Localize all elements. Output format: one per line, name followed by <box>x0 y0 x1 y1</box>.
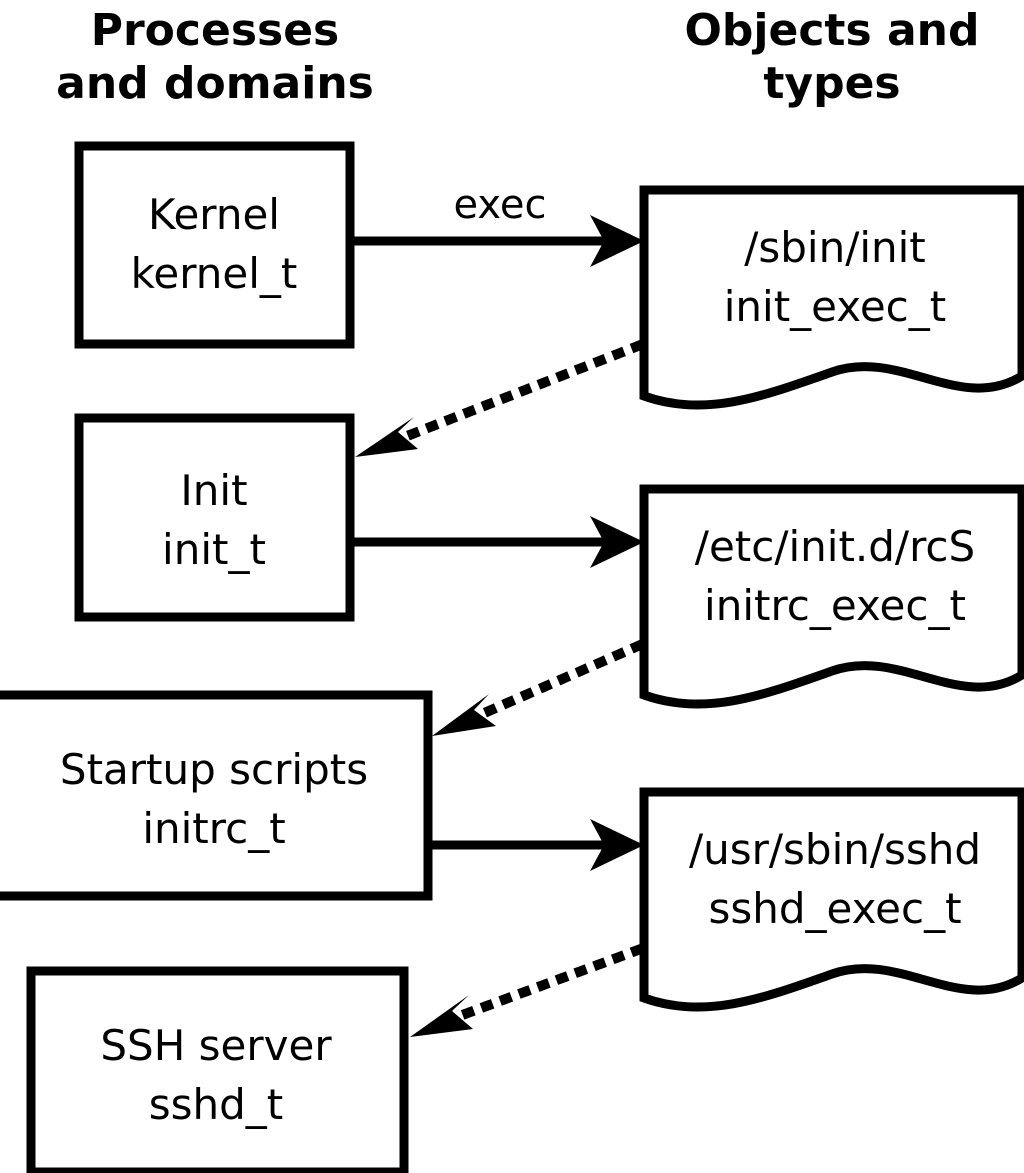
node-sshd[interactable]: SSH server sshd_t <box>26 966 409 1173</box>
edge-initrc-exec-sshd_exec <box>428 819 644 871</box>
node-initrc[interactable]: Startup scripts initrc_t <box>0 690 433 901</box>
node-kernel-line2: kernel_t <box>131 249 298 298</box>
node-initrc_exec[interactable]: /etc/init.d/rcS initrc_exec_t <box>639 484 1024 709</box>
node-sshd_exec[interactable]: /usr/sbin/sshd sshd_exec_t <box>639 787 1024 1012</box>
node-init_exec-document-shape[interactable] <box>639 185 1024 410</box>
node-init_exec[interactable]: /sbin/init init_exec_t <box>639 185 1024 410</box>
node-sshd-line2: sshd_t <box>149 1080 284 1129</box>
node-sshd-line1: SSH server <box>100 1021 332 1070</box>
column-header-processes: Processes and domains <box>56 5 374 109</box>
edge-init_exec-transition-init <box>355 339 645 457</box>
node-initrc_exec-line2: initrc_exec_t <box>704 581 966 630</box>
column-header-objects-line1: Objects and <box>685 5 980 56</box>
edge-label-exec: exec <box>454 182 547 228</box>
node-init_exec-line2: init_exec_t <box>724 282 947 331</box>
edge-sshd_exec-transition-sshd-line <box>458 943 645 1021</box>
edge-sshd_exec-transition-sshd <box>410 943 645 1037</box>
node-init-box[interactable] <box>74 413 355 622</box>
node-initrc_exec-document-shape[interactable] <box>639 484 1024 709</box>
node-init-line2: init_t <box>162 525 266 574</box>
node-kernel-box[interactable] <box>74 141 355 349</box>
node-init-line1: Init <box>180 466 247 515</box>
edge-init_exec-transition-init-line <box>395 339 645 445</box>
edge-init_exec-transition-init-arrowhead <box>355 417 418 457</box>
column-header-processes-line2: and domains <box>56 58 374 109</box>
node-sshd_exec-line2: sshd_exec_t <box>708 884 961 933</box>
edge-kernel-exec-init_exec-arrowhead <box>590 215 644 267</box>
column-header-objects-line2: types <box>763 58 900 109</box>
edge-initrc_exec-transition-initrc <box>432 639 645 736</box>
node-kernel[interactable]: Kernel kernel_t <box>74 141 355 349</box>
node-initrc_exec-line1: /etc/init.d/rcS <box>695 522 975 571</box>
node-initrc-box[interactable] <box>0 690 433 901</box>
edge-init-exec-initrc_exec-arrowhead <box>590 516 644 568</box>
node-sshd_exec-document-shape[interactable] <box>639 787 1024 1012</box>
edge-initrc-exec-sshd_exec-arrowhead <box>590 819 644 871</box>
edge-init-exec-initrc_exec <box>350 516 644 568</box>
node-kernel-line1: Kernel <box>148 190 280 239</box>
column-header-objects: Objects and types <box>685 5 980 109</box>
node-init_exec-line1: /sbin/init <box>744 223 926 272</box>
node-init[interactable]: Init init_t <box>74 413 355 622</box>
edge-sshd_exec-transition-sshd-arrowhead <box>410 995 473 1037</box>
column-header-processes-line1: Processes <box>91 5 340 56</box>
edge-initrc_exec-transition-initrc-line <box>475 639 645 721</box>
edge-kernel-exec-init_exec: exec <box>350 182 644 267</box>
node-sshd-box[interactable] <box>26 966 409 1173</box>
node-initrc-line1: Startup scripts <box>60 745 368 794</box>
edge-initrc_exec-transition-initrc-arrowhead <box>432 694 496 736</box>
node-sshd_exec-line1: /usr/sbin/sshd <box>689 825 981 874</box>
node-initrc-line2: initrc_t <box>142 804 285 853</box>
